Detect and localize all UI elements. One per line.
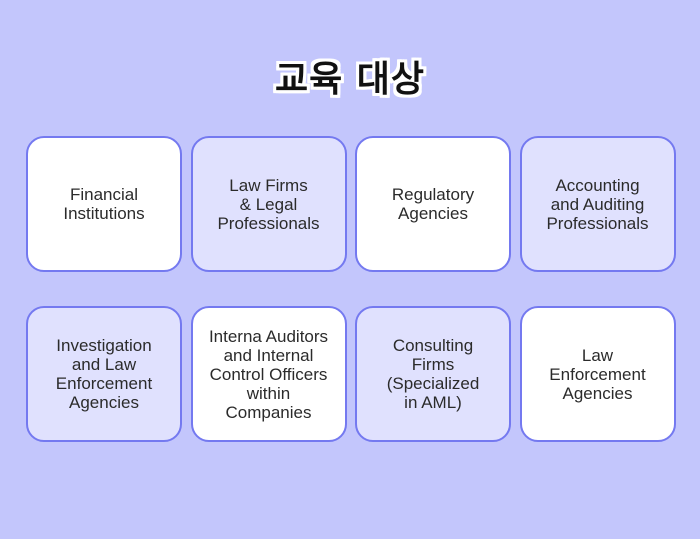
card-label: Investigation and Law Enforcement Agenci… — [55, 336, 153, 412]
card-accounting-auditing: Accounting and Auditing Professionals — [519, 136, 676, 272]
card-label: Law Enforcement Agencies — [549, 345, 646, 403]
card-label: Interna Auditors and Internal Control Of… — [208, 326, 329, 422]
card-label: Law Firms & Legal Professionals — [217, 175, 320, 233]
card-consulting-firms: Consulting Firms (Specialized in AML) — [355, 306, 511, 442]
card-regulatory-agencies: Regulatory Agencies — [355, 136, 511, 272]
card-internal-auditors: Interna Auditors and Internal Control Of… — [190, 306, 347, 442]
card-label: Accounting and Auditing Professionals — [546, 175, 649, 233]
page-title: 교육 대상 — [274, 59, 425, 100]
card-law-firms: Law Firms & Legal Professionals — [190, 136, 347, 272]
card-label: Financial Institutions — [63, 185, 145, 223]
target-audience-grid: Financial Institutions Law Firms & Legal… — [26, 136, 676, 442]
card-label: Consulting Firms (Specialized in AML) — [386, 336, 480, 412]
card-financial-institutions: Financial Institutions — [26, 136, 182, 272]
card-investigation-law-enforcement: Investigation and Law Enforcement Agenci… — [26, 306, 182, 442]
card-law-enforcement-agencies: Law Enforcement Agencies — [519, 306, 676, 442]
card-label: Regulatory Agencies — [391, 185, 475, 223]
